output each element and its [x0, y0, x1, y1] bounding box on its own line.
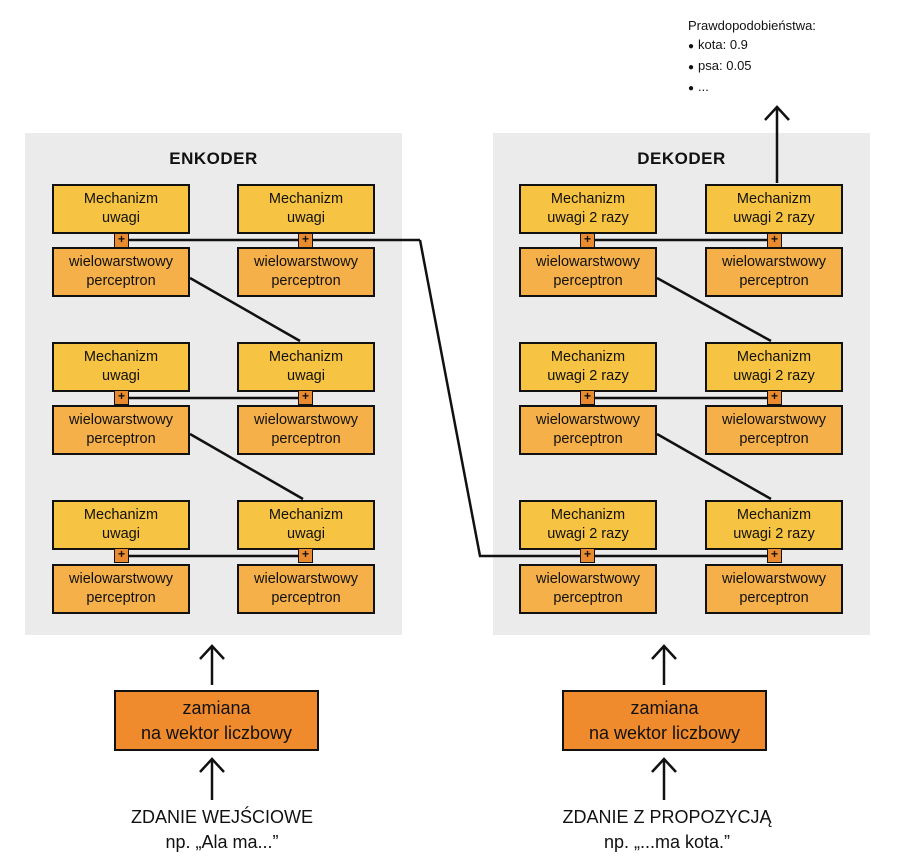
encoder-mlp-box: wielowarstwowy perceptron — [52, 564, 190, 614]
encoder-attention-box: Mechanizm uwagi — [52, 342, 190, 392]
decoder-input-caption: ZDANIE Z PROPOZYCJĄ np. „...ma kota.” — [562, 807, 772, 852]
encoder-mlp-box: wielowarstwowy perceptron — [52, 405, 190, 455]
encoder-mlp-box: wielowarstwowy perceptron — [52, 247, 190, 297]
encoder-mlp-box: wielowarstwowy perceptron — [237, 247, 375, 297]
decoder-mlp-box: wielowarstwowy perceptron — [519, 405, 657, 455]
decoder-attention-box: Mechanizm uwagi 2 razy — [519, 500, 657, 550]
decoder-attention-box: Mechanizm uwagi 2 razy — [519, 342, 657, 392]
add-node: + — [298, 548, 313, 563]
decoder-attention-box: Mechanizm uwagi 2 razy — [519, 184, 657, 234]
output-probabilities: Prawdopodobieństwa: kota: 0.9 psa: 0.05 … — [688, 16, 816, 98]
add-node: + — [767, 390, 782, 405]
list-item: kota: 0.9 — [688, 35, 816, 56]
encoder-attention-box: Mechanizm uwagi — [237, 342, 375, 392]
encoder-attention-box: Mechanizm uwagi — [52, 184, 190, 234]
list-item: psa: 0.05 — [688, 56, 816, 77]
encoder-title: ENKODER — [169, 149, 258, 168]
add-node: + — [580, 390, 595, 405]
add-node: + — [580, 548, 595, 563]
decoder-mlp-box: wielowarstwowy perceptron — [519, 247, 657, 297]
add-node: + — [580, 233, 595, 248]
add-node: + — [114, 548, 129, 563]
add-node: + — [114, 390, 129, 405]
decoder-embedding-box: zamiana na wektor liczbowy — [562, 690, 767, 751]
encoder-embedding-box: zamiana na wektor liczbowy — [114, 690, 319, 751]
output-probabilities-title: Prawdopodobieństwa: — [688, 18, 816, 33]
add-node: + — [298, 390, 313, 405]
decoder-mlp-box: wielowarstwowy perceptron — [519, 564, 657, 614]
encoder-attention-box: Mechanizm uwagi — [237, 184, 375, 234]
add-node: + — [767, 233, 782, 248]
add-node: + — [114, 233, 129, 248]
encoder-input-caption: ZDANIE WEJŚCIOWE np. „Ala ma...” — [130, 807, 313, 852]
encoder-mlp-box: wielowarstwowy perceptron — [237, 564, 375, 614]
encoder-mlp-box: wielowarstwowy perceptron — [237, 405, 375, 455]
decoder-mlp-box: wielowarstwowy perceptron — [705, 247, 843, 297]
list-item: ... — [688, 77, 816, 98]
decoder-mlp-box: wielowarstwowy perceptron — [705, 564, 843, 614]
add-node: + — [767, 548, 782, 563]
decoder-attention-box: Mechanizm uwagi 2 razy — [705, 342, 843, 392]
output-probabilities-list: kota: 0.9 psa: 0.05 ... — [688, 35, 816, 98]
add-node: + — [298, 233, 313, 248]
decoder-title: DEKODER — [637, 149, 726, 168]
decoder-attention-box: Mechanizm uwagi 2 razy — [705, 500, 843, 550]
decoder-mlp-box: wielowarstwowy perceptron — [705, 405, 843, 455]
